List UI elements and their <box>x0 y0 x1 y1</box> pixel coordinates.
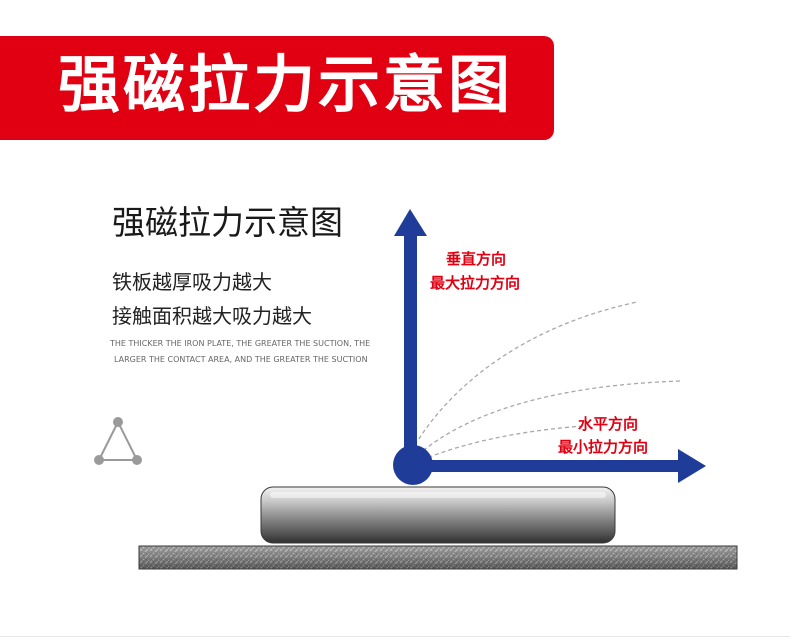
triangle-network-icon <box>94 417 142 465</box>
bottom-divider <box>0 636 790 637</box>
english-caption-line2: LARGER THE CONTACT AREA, AND THE GREATER… <box>114 355 368 364</box>
vertical-arrow <box>394 209 427 464</box>
description-line-thickness: 铁板越厚吸力越大 <box>112 270 272 294</box>
min-pull-direction-label: 最小拉力方向 <box>558 438 649 456</box>
iron-plate <box>138 545 738 570</box>
diagram-heading: 强磁拉力示意图 <box>112 203 343 242</box>
description-line-contact-area: 接触面积越大吸力越大 <box>112 304 312 328</box>
english-caption-line1: THE THICKER THE IRON PLATE, THE GREATER … <box>110 339 371 348</box>
vertical-direction-label: 垂直方向 <box>446 250 507 268</box>
magnet-block <box>260 486 616 544</box>
horizontal-direction-label: 水平方向 <box>578 415 639 433</box>
force-curves <box>414 301 682 461</box>
horizontal-arrow <box>413 449 706 483</box>
origin-point <box>393 445 433 485</box>
title-banner <box>0 36 554 140</box>
max-pull-direction-label: 最大拉力方向 <box>430 274 521 292</box>
banner-title: 强磁拉力示意图 <box>58 48 514 121</box>
